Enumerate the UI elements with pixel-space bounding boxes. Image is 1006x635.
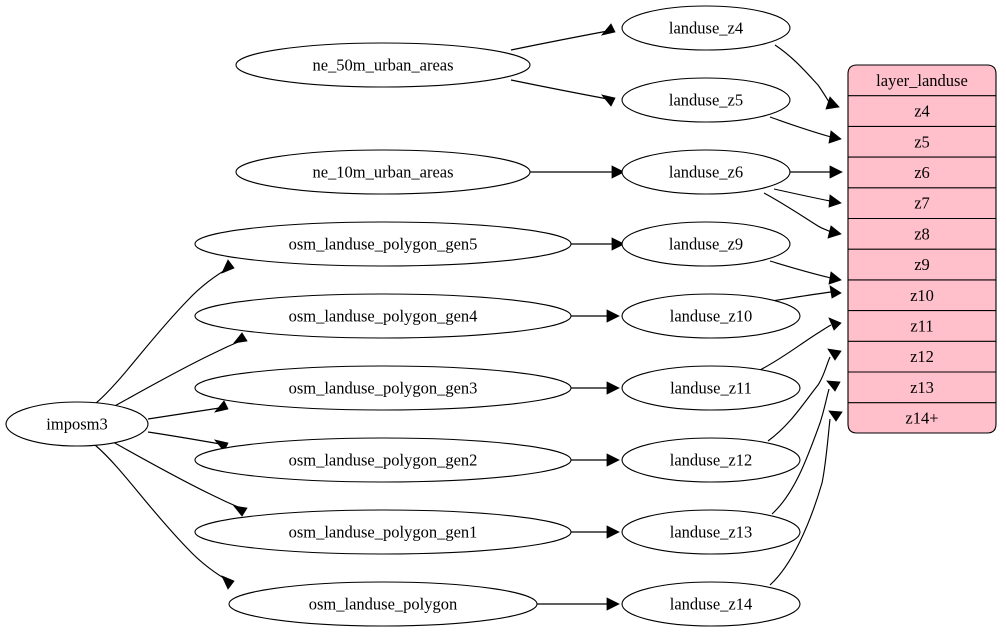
edge-gen3-to-landuse-z11 [571, 381, 620, 395]
edge-landuse-z6-to-row-z6 [790, 165, 843, 179]
edge-imposm3-to-gen2 [147, 431, 229, 452]
edge-imposm3-to-gen5 [94, 259, 235, 405]
edge-gen5-to-landuse-z9 [571, 237, 625, 251]
node-landuse-z6[interactable]: landuse_z6 [621, 149, 791, 195]
edge-ne10m-to-landuse-z6 [530, 165, 625, 179]
node-landuse-z14[interactable]: landuse_z14 [621, 581, 801, 627]
node-imposm3[interactable]: imposm3 [5, 401, 149, 447]
edge-ne50m-to-landuse-z5 [510, 79, 616, 107]
node-osm-landuse-polygon-gen1[interactable]: osm_landuse_polygon_gen1 [194, 509, 572, 555]
edge-landuse-z5-to-row-z5 [769, 116, 842, 144]
edge-landuse-z9-to-row-z9 [769, 260, 842, 285]
edge-imposm3-to-polygon [94, 444, 235, 590]
node-landuse-z4[interactable]: landuse_z4 [621, 5, 791, 51]
node-landuse-z9[interactable]: landuse_z9 [621, 221, 791, 267]
node-landuse-z13[interactable]: landuse_z13 [621, 509, 801, 555]
node-landuse-z10[interactable]: landuse_z10 [621, 293, 801, 339]
node-landuse-z11[interactable]: landuse_z11 [621, 365, 801, 411]
edge-imposm3-to-gen1 [112, 441, 248, 517]
record-node-layer-landuse[interactable]: layer_landuse z4 z5 z6 z7 z8 z9 z10 z11 … [847, 64, 997, 434]
edge-landuse-z6-to-row-z8 [763, 192, 842, 239]
record-dividers [848, 95, 996, 404]
edge-gen2-to-landuse-z12 [571, 453, 620, 467]
edge-landuse-z12-to-row-z12 [767, 348, 842, 442]
edge-imposm3-to-gen3 [147, 400, 229, 420]
edge-landuse-z4-to-row-z4 [774, 44, 840, 110]
edge-ne50m-to-landuse-z4 [510, 23, 616, 51]
node-landuse-z5[interactable]: landuse_z5 [621, 77, 791, 123]
edge-landuse-z13-to-row-z13 [771, 380, 841, 515]
edge-polygon-to-landuse-z14 [537, 597, 620, 611]
node-landuse-z12[interactable]: landuse_z12 [621, 437, 801, 483]
node-ne-10m-urban-areas[interactable]: ne_10m_urban_areas [235, 149, 531, 195]
node-osm-landuse-polygon-gen5[interactable]: osm_landuse_polygon_gen5 [194, 221, 572, 267]
edge-gen4-to-landuse-z10 [571, 309, 620, 323]
edge-landuse-z14-to-row-z14plus [769, 410, 843, 586]
node-osm-landuse-polygon-gen3[interactable]: osm_landuse_polygon_gen3 [194, 365, 572, 411]
edge-landuse-z6-to-row-z7 [773, 188, 842, 208]
edge-landuse-z11-to-row-z11 [759, 317, 842, 371]
edge-landuse-z10-to-row-z10 [771, 285, 842, 302]
node-osm-landuse-polygon-gen2[interactable]: osm_landuse_polygon_gen2 [194, 437, 572, 483]
node-osm-landuse-polygon[interactable]: osm_landuse_polygon [228, 581, 538, 627]
node-osm-landuse-polygon-gen4[interactable]: osm_landuse_polygon_gen4 [194, 293, 572, 339]
node-ne-50m-urban-areas[interactable]: ne_50m_urban_areas [235, 42, 531, 88]
edge-gen1-to-landuse-z13 [571, 525, 620, 539]
edge-imposm3-to-gen4 [112, 332, 248, 408]
